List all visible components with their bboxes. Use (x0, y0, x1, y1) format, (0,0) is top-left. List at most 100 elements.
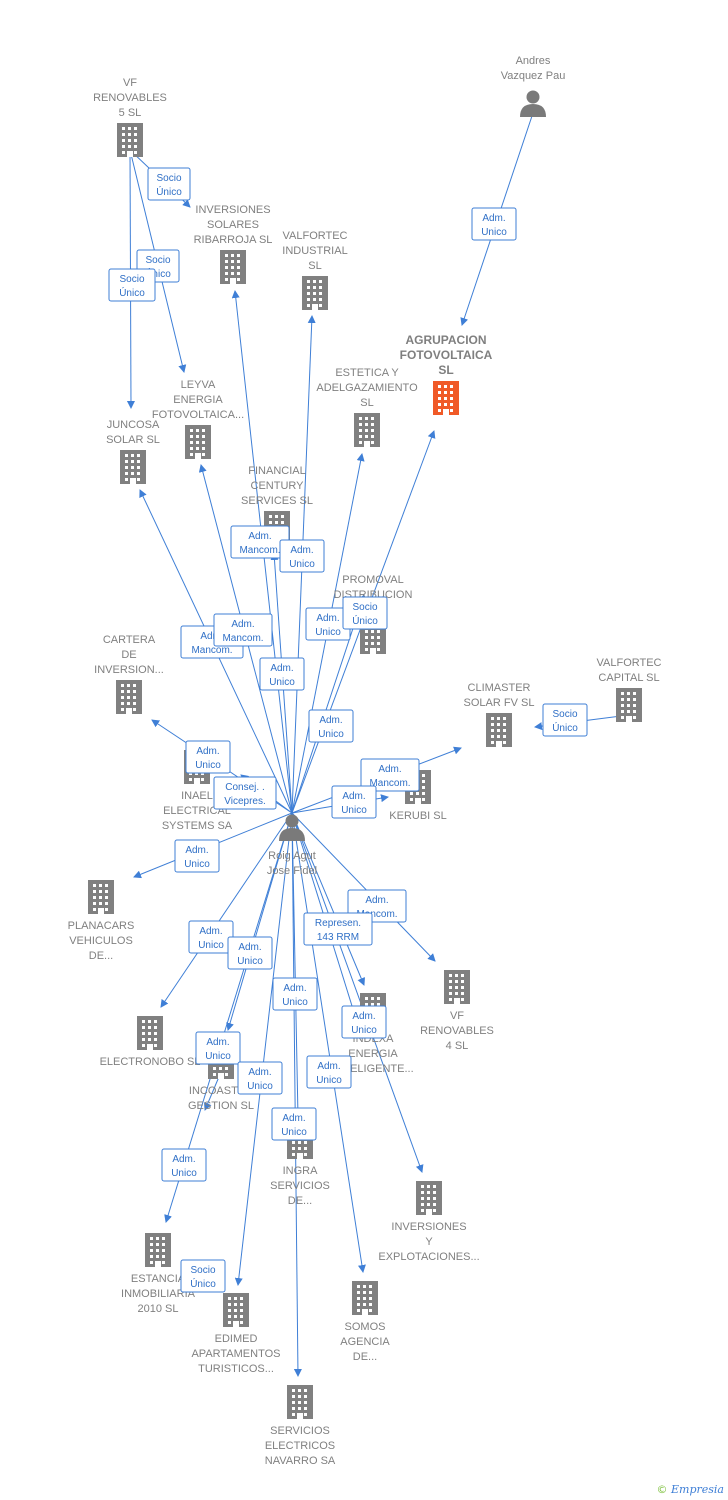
building-icon (117, 123, 143, 157)
node-label-iye: INVERSIONES (391, 1221, 466, 1233)
edge-role-text: Único (552, 721, 578, 734)
edge-role-badge[interactable]: Adm.Unico (237, 1061, 283, 1095)
copyright-symbol: © (656, 1483, 668, 1496)
edge-role-text: Unico (237, 956, 263, 967)
edge-role-badge[interactable]: Adm.Unico (188, 920, 234, 954)
node-label-iye: Y (425, 1236, 433, 1248)
node-label-rag: Roig Agut (268, 850, 316, 862)
edge-role-badge[interactable]: Adm.Unico (185, 740, 231, 774)
edge-role-badge[interactable]: Adm.Unico (306, 1055, 352, 1089)
edge-role-badge[interactable]: Adm.Unico (271, 1107, 317, 1141)
building-icon (220, 250, 246, 284)
building-icon (444, 970, 470, 1004)
building-icon (145, 1233, 171, 1267)
edge-role-badge[interactable]: Adm.Unico (259, 657, 305, 691)
node-label-car: DE (121, 649, 136, 661)
node-som[interactable]: SOMOSAGENCIADE... (340, 1281, 390, 1363)
edge-role-text: Adm. (365, 895, 388, 906)
building-icon (486, 713, 512, 747)
footer-brand: © Empresia (657, 1483, 725, 1496)
edge-rag-edi (234, 812, 293, 1286)
node-ley[interactable]: LEYVAENERGIAFOTOVOLTAICA... (152, 379, 244, 459)
edge-role-text: Adm. (319, 715, 342, 726)
node-label-agr: FOTOVOLTAICA (400, 348, 493, 362)
node-label-vf4: 4 SL (446, 1040, 469, 1052)
building-icon (433, 381, 459, 415)
edge-role-badge[interactable]: Adm.Mancom. (230, 525, 290, 559)
edge-role-text: Socio (156, 173, 181, 184)
edge-role-text: Mancom. (369, 778, 410, 789)
node-ele[interactable]: ELECTRONOBO SL (100, 1016, 201, 1068)
node-label-fcs: FINANCIAL (248, 465, 305, 477)
node-label-jun: JUNCOSA (107, 419, 160, 431)
edge-role-badge[interactable]: Adm.Unico (174, 839, 220, 873)
edge-role-badge[interactable]: Adm.Mancom. (360, 758, 420, 792)
node-label-pla: PLANACARS (68, 920, 135, 932)
edge-rag-ind (291, 812, 365, 986)
edge-role-text: Adm. (316, 613, 339, 624)
node-label-sen: NAVARRO SA (265, 1455, 336, 1467)
edge-role-badge[interactable]: Consej. .Vicepres. (213, 776, 277, 810)
node-label-ina: SYSTEMS SA (162, 820, 233, 832)
node-label-avp: Vazquez Pau (501, 70, 566, 82)
node-label-ead: SL (360, 397, 373, 409)
edge-role-badge[interactable]: Adm. Unico (279, 539, 325, 573)
node-label-ele: ELECTRONOBO SL (100, 1056, 201, 1068)
edge-role-text: Adm. (290, 545, 313, 556)
edge-role-text: Unico (198, 940, 224, 951)
edge-role-badge[interactable]: Adm.Unico (308, 709, 354, 743)
edge-role-badge[interactable]: Adm.Mancom. (213, 613, 273, 647)
edge-role-badge[interactable]: Adm.Unico (195, 1031, 241, 1065)
edge-role-text: Adm. (342, 791, 365, 802)
node-edi[interactable]: EDIMEDAPARTAMENTOSTURISTICOS... (191, 1293, 281, 1375)
edge-role-badge[interactable]: Adm.Unico (161, 1148, 207, 1182)
building-icon (302, 276, 328, 310)
edge-role-text: Socio (352, 602, 377, 613)
edge-role-badge[interactable]: Adm.Unico (227, 936, 273, 970)
edge-role-badge[interactable]: Adm.Unico (331, 785, 377, 819)
node-label-edi: TURISTICOS... (198, 1363, 274, 1375)
node-label-agr: AGRUPACION (405, 333, 486, 347)
node-iye[interactable]: INVERSIONESYEXPLOTACIONES... (378, 1181, 480, 1263)
node-label-isr: RIBARROJA SL (194, 234, 273, 246)
edge-role-text: Único (156, 185, 182, 198)
edge-role-text: Unico (289, 559, 315, 570)
edge-rag-vf4 (291, 812, 436, 962)
edge-role-badge[interactable]: Adm.Unico (305, 607, 351, 641)
edge-role-badge[interactable]: Adm.Unico (471, 207, 517, 241)
node-label-cli: SOLAR FV SL (464, 697, 535, 709)
edge-role-badge[interactable]: Represen.143 RRM (303, 912, 373, 946)
edge-role-text: Mancom. (222, 633, 263, 644)
edge-role-text: Socio (119, 274, 144, 285)
edge-role-text: Consej. . (225, 782, 264, 793)
edge-role-badge[interactable]: Adm.Unico (272, 977, 318, 1011)
badge-layer: SocioÚnicoSocioÚnicoSocioÚnicoAdm.UnicoA… (108, 167, 588, 1293)
edge-role-text: Unico (282, 997, 308, 1008)
edge-role-badge[interactable]: Adm.Unico (341, 1005, 387, 1039)
node-label-vf5: RENOVABLES (93, 92, 167, 104)
node-label-som: SOMOS (345, 1321, 386, 1333)
node-pla[interactable]: PLANACARSVEHICULOSDE... (68, 880, 135, 962)
node-car[interactable]: CARTERADEINVERSION... (94, 634, 164, 714)
edge-rag-ele (160, 812, 293, 1008)
edge-role-text: Mancom. (191, 645, 232, 656)
